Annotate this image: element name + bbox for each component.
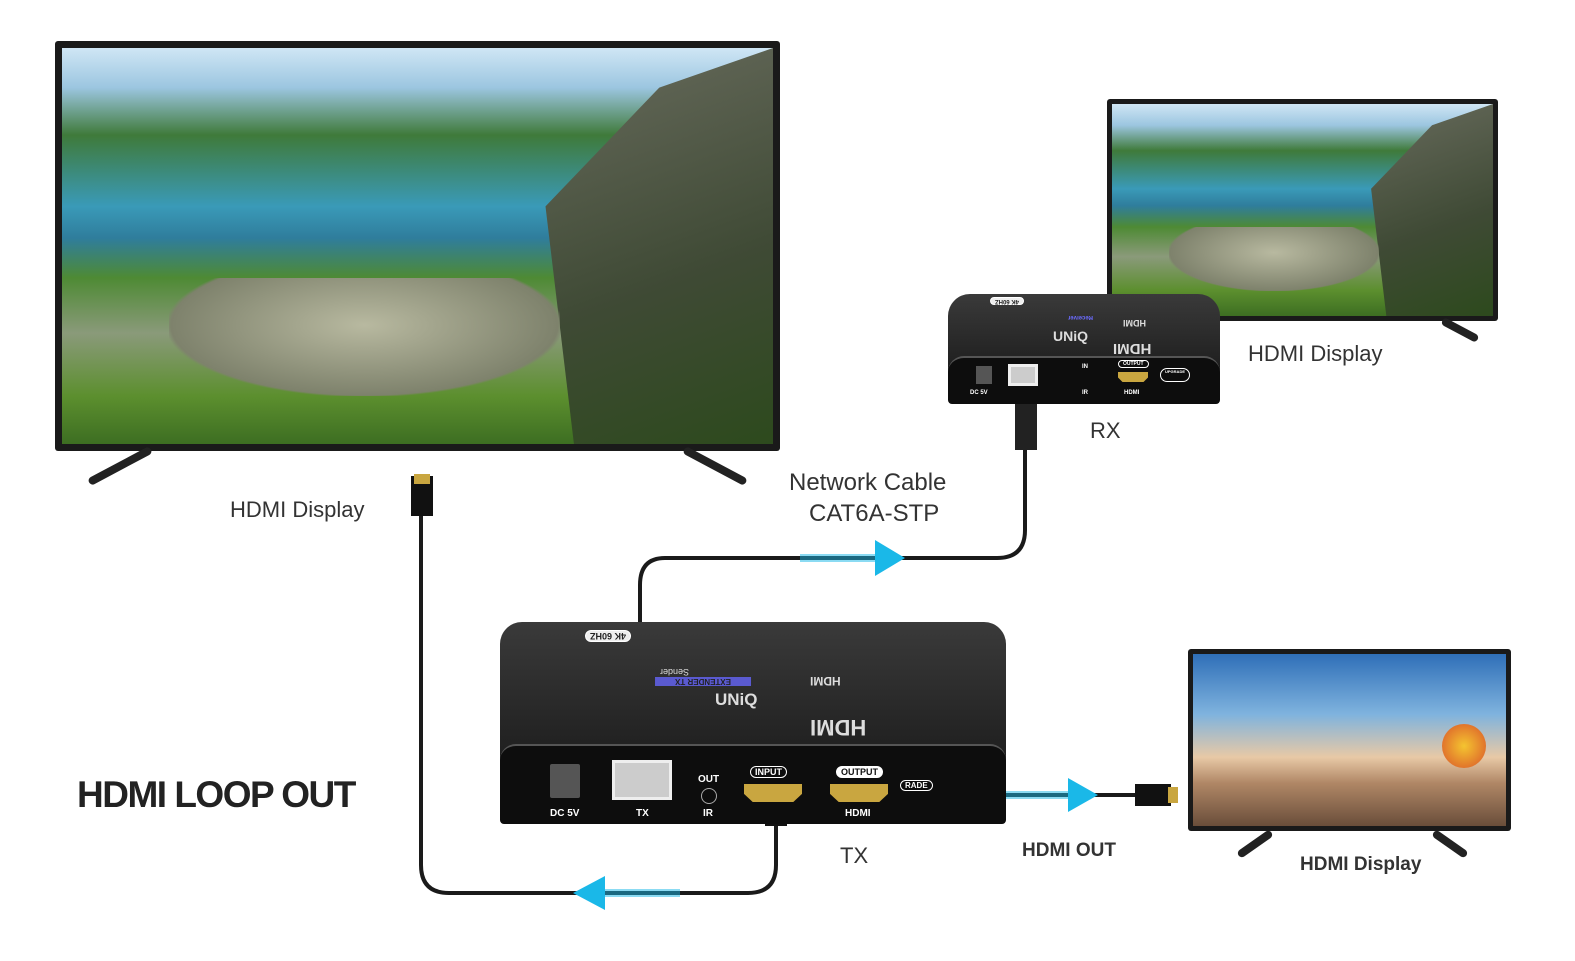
network-cable-type-label: CAT6A-STP [809,500,940,527]
hdmi-plug [414,474,430,484]
rx-port-dc: DC 5V [970,390,988,396]
rx-tv-label: HDMI Display [1248,341,1383,366]
tx-rj45-port [612,760,672,800]
rx-hdmi-port [1118,372,1148,382]
rx-brand: UNiQ [1053,328,1088,344]
ir-jack [701,788,717,804]
hdmi-out-label: HDMI OUT [1022,840,1116,861]
tx-role: Sender [660,667,690,677]
tx-hdmi-input-port [744,784,802,802]
rx-device: 4K 60HZ HDMI Receiver UNiQ HDMI DC 5V IN… [948,294,1220,404]
tx-port-ir: IR [703,808,713,819]
rx-rj45-port [1008,364,1038,386]
tx-hdmi-logo: HDMI [810,715,867,740]
rx-label: RX [1090,418,1121,443]
tv-screen-landscape [62,48,773,444]
output-tv-label: HDMI Display [1300,854,1422,875]
loop-out-label: HDMI LOOP OUT [77,774,356,815]
main-tv [55,41,780,451]
network-cable-label: Network Cable [789,469,947,496]
hdmi-plug [1168,787,1178,803]
rx-port-ir: IR [1082,390,1088,396]
tx-label: TX [840,843,869,868]
tv-screen-landscape [1112,104,1493,316]
arrow-network-right [800,540,905,576]
dc-jack [550,764,580,798]
rx-hdmi-logo: HDMI [1113,340,1152,357]
tx-badge: 4K 60HZ [585,630,632,642]
hdmi-plug [1135,784,1171,806]
output-tv [1188,649,1511,831]
tx-brand: UNiQ [715,690,758,709]
tx-port-ir-out: OUT [698,774,720,785]
rx-port-upgrade: UPGRADE [1160,368,1191,382]
rx-port-output: OUTPUT [1118,360,1149,368]
rx-tv [1107,99,1498,321]
rx-port-ir-in: IN [1082,364,1088,370]
arrow-loop-left [573,876,680,910]
tx-device: 4K 60HZ HDMI EXTENDER TX Sender UNiQ HDM… [500,622,1006,824]
rx-series: HDMI [1123,318,1146,328]
tx-port-dc: DC 5V [550,808,580,819]
tx-hdmi-output-port [830,784,888,802]
dc-jack [976,366,992,384]
tx-extender: EXTENDER TX [655,677,752,686]
rx-badge: 4K 60HZ [990,297,1025,305]
tx-port-output: OUTPUT [836,766,883,778]
tv-screen-balloon [1193,654,1506,826]
tx-series: HDMI [810,674,841,688]
rx-port-hdmi: HDMI [1124,390,1140,396]
hdmi-plug [411,476,433,516]
tx-port-upgrade: RADE [900,780,933,791]
arrow-hdmi-out-right [990,778,1098,812]
rx-role: Receiver [1068,314,1094,320]
tx-port-tx: TX [636,808,649,819]
main-tv-label: HDMI Display [230,497,365,522]
tx-port-hdmi: HDMI [845,808,871,819]
tx-port-input: INPUT [750,766,787,778]
